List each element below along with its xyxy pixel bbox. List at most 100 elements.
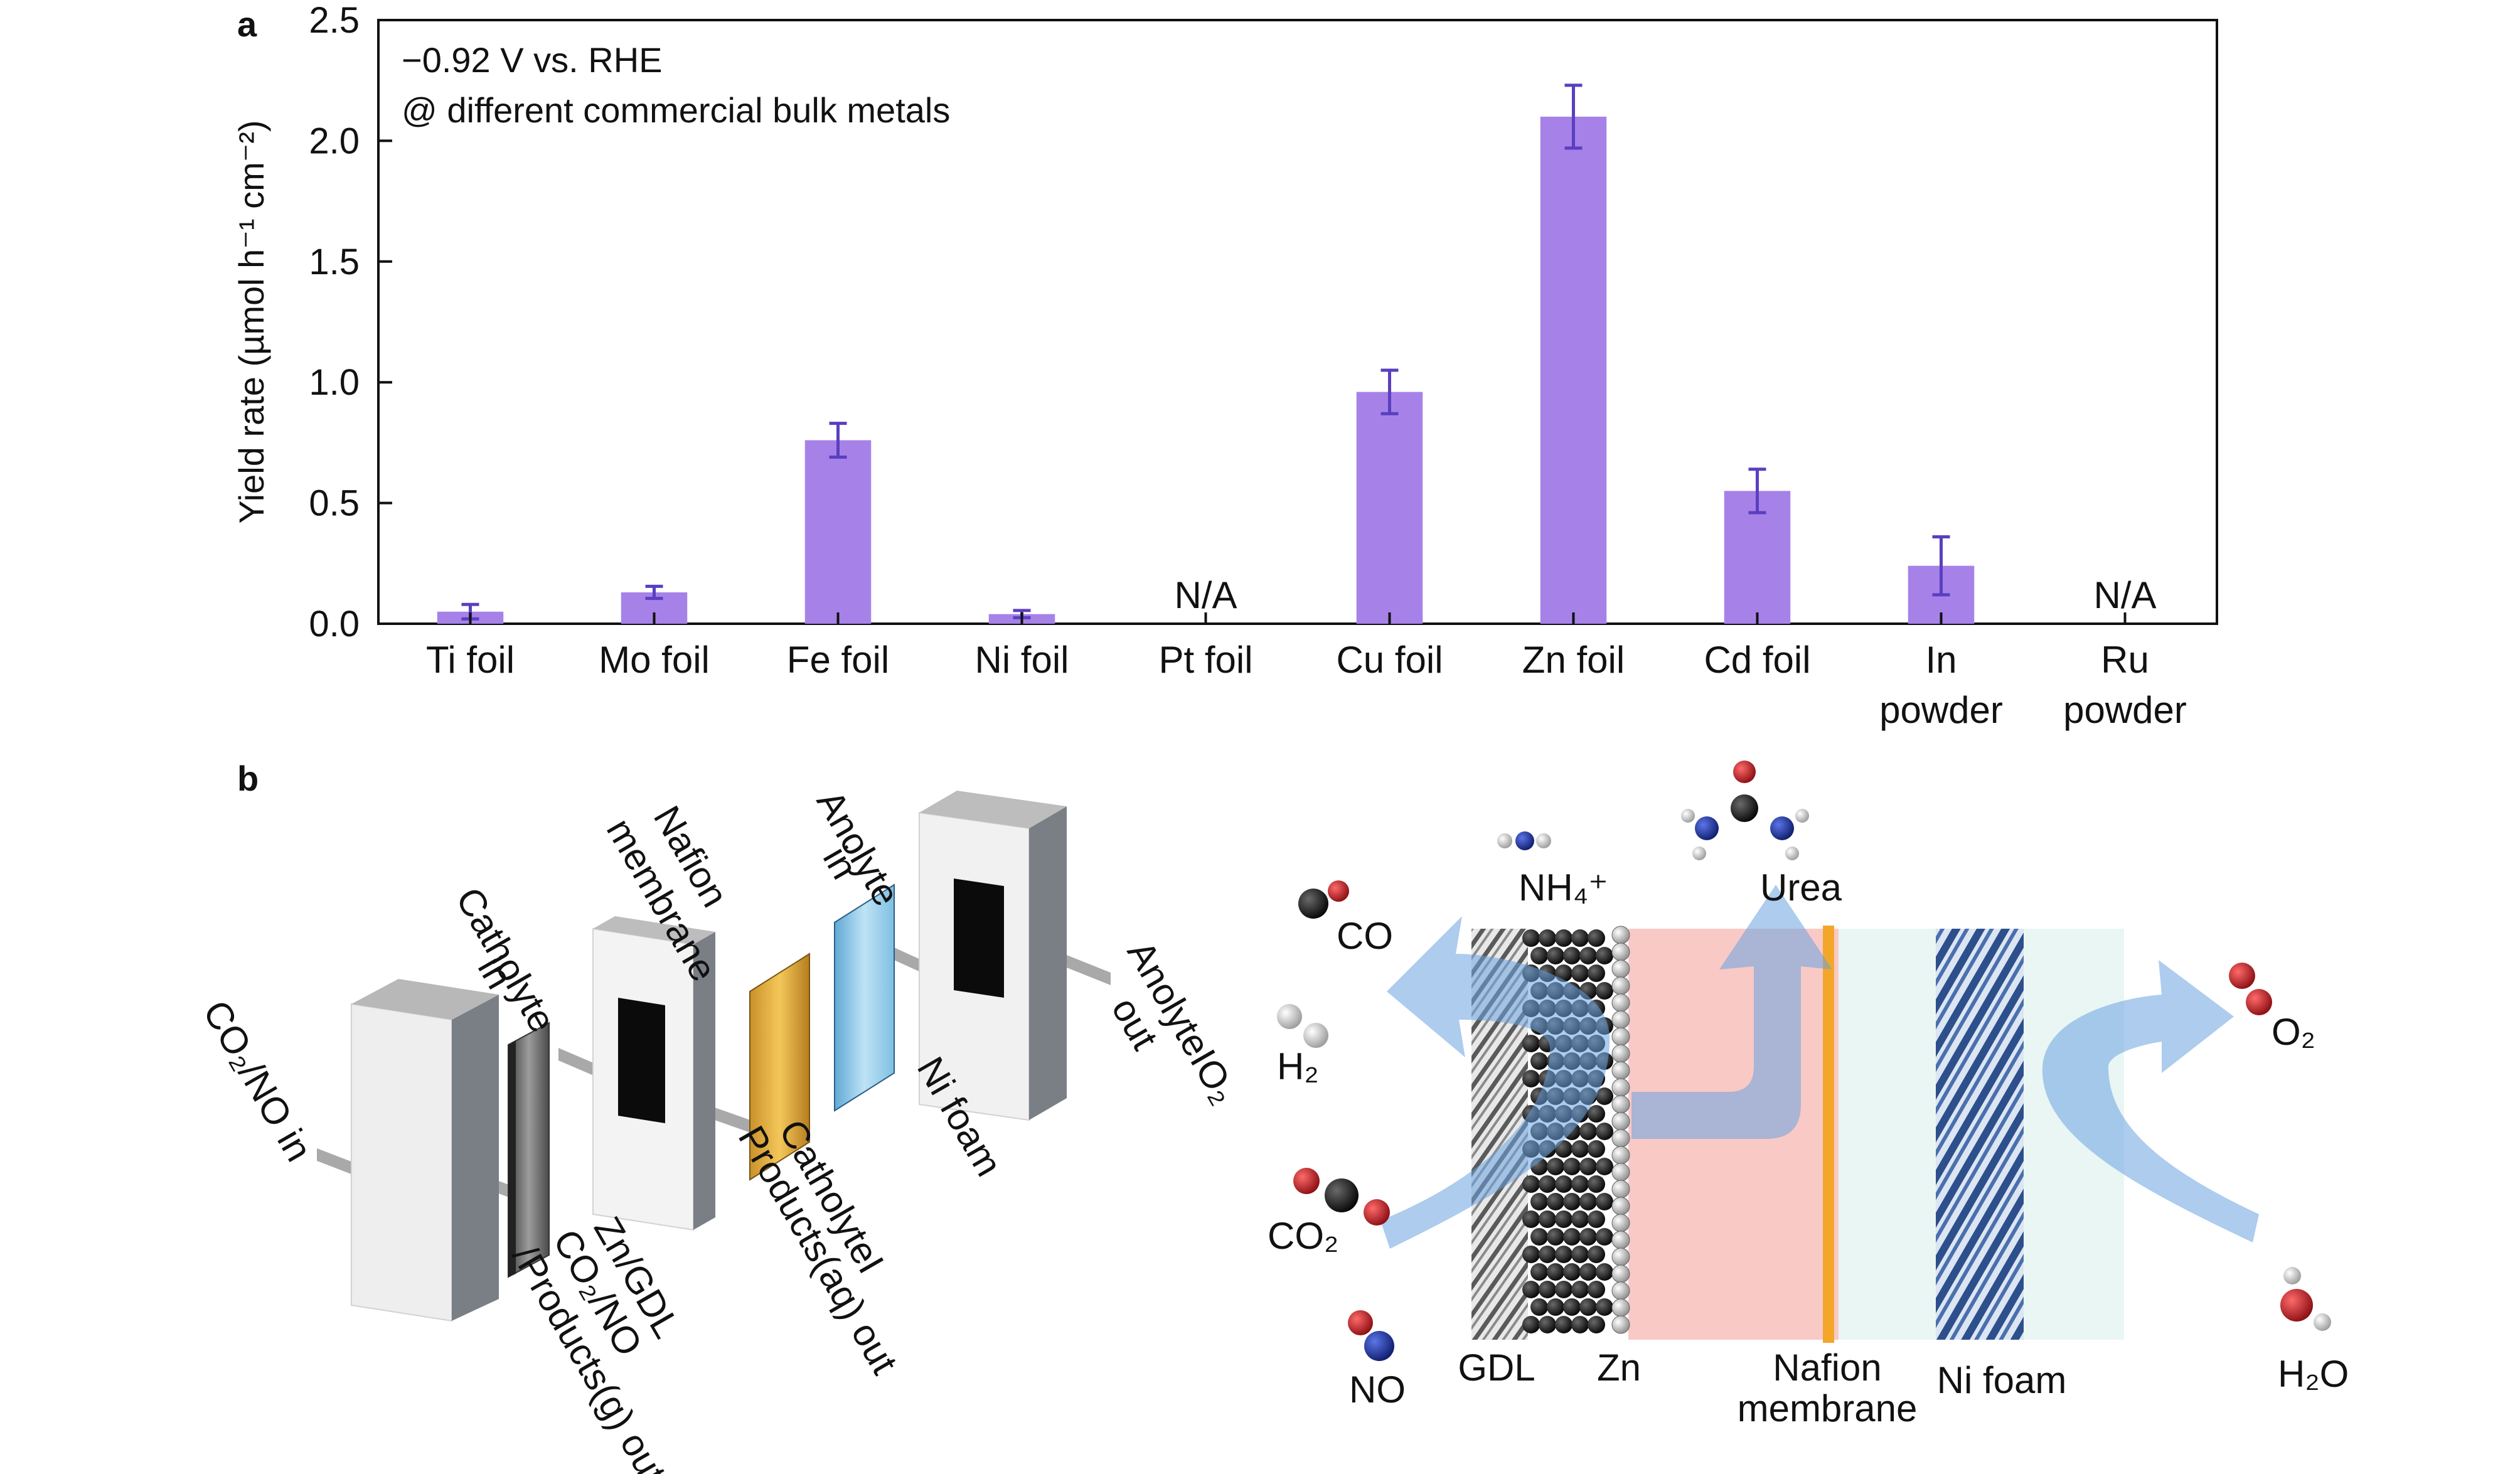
zn-particle: [1611, 1163, 1630, 1182]
label-h2: H₂: [1277, 1045, 1319, 1087]
x-category-label: powder: [2063, 689, 2187, 731]
carbon-particle: [1579, 1193, 1597, 1210]
bar: [804, 440, 872, 624]
zn-particle: [1611, 1061, 1630, 1080]
chart-annotation-metals: @ different commercial bulk metals: [402, 90, 950, 130]
zn-particle: [1611, 1281, 1630, 1300]
molecule-no: [1348, 1310, 1394, 1361]
zn-particle: [1611, 976, 1630, 995]
carbon-particle: [1588, 964, 1605, 982]
carbon-particle: [1579, 947, 1597, 964]
zn-particle: [1611, 993, 1630, 1012]
y-tick-label: 2.5: [309, 0, 360, 41]
carbon-particle: [1571, 1316, 1589, 1333]
carbon-particle: [1596, 1228, 1613, 1246]
panel-a-bar-chart: a 0.00.51.01.52.02.5 Yield rate (µmol h⁻…: [232, 0, 2218, 731]
molecule-h2: [1277, 1004, 1328, 1048]
bar: [1356, 392, 1423, 624]
carbon-particle: [1588, 1246, 1605, 1263]
carbon-particle: [1571, 1246, 1589, 1263]
carbon-particle: [1555, 1175, 1572, 1193]
urea-exit-arrow: [1631, 885, 1832, 1139]
carbon-particle: [1596, 947, 1613, 964]
molecule-h2o: [2280, 1267, 2331, 1331]
panel-b-schematic: b: [195, 759, 2349, 1474]
carbon-particle: [1522, 1070, 1540, 1087]
bar: [1540, 116, 1607, 624]
anode-end-plate: [919, 791, 1067, 1121]
carbon-particle: [1522, 1246, 1540, 1263]
zn-particle: [1611, 1078, 1630, 1097]
carbon-particle: [1530, 1193, 1548, 1210]
bar-missing-label: N/A: [2093, 574, 2156, 616]
zn-particle: [1611, 1315, 1630, 1334]
carbon-particle: [1588, 1175, 1605, 1193]
zn-particle: [1611, 1095, 1630, 1114]
carbon-particle: [1588, 1281, 1605, 1298]
carbon-particle: [1571, 1210, 1589, 1228]
carbon-particle: [1571, 1140, 1589, 1158]
carbon-particle: [1596, 1087, 1613, 1105]
carbon-particle: [1588, 1210, 1605, 1228]
carbon-particle: [1547, 1298, 1564, 1316]
zn-particle: [1611, 926, 1630, 944]
panel-b-letter: b: [237, 759, 259, 798]
error-bar: [1932, 535, 1950, 597]
carbon-particle: [1563, 947, 1581, 964]
carbon-particle: [1596, 1298, 1613, 1316]
carbon-particle: [1530, 1298, 1548, 1316]
carbon-particle: [1579, 1298, 1597, 1316]
carbon-particle: [1555, 1281, 1572, 1298]
carbon-particle: [1596, 1158, 1613, 1175]
carbon-particle: [1596, 982, 1613, 1000]
carbon-particle: [1571, 1175, 1589, 1193]
carbon-particle: [1530, 1052, 1548, 1070]
zn-particle: [1611, 1112, 1630, 1131]
zn-particle: [1611, 1231, 1630, 1249]
label-co: CO: [1337, 915, 1393, 957]
error-bar: [645, 584, 663, 601]
label-nafion-2: membrane: [1738, 1387, 1918, 1429]
carbon-particle: [1522, 929, 1540, 947]
label-h2o: H₂O: [2278, 1353, 2349, 1395]
carbon-particle: [1539, 1175, 1556, 1193]
x-category-label: Mo foil: [599, 639, 710, 681]
carbon-particle: [1563, 1158, 1581, 1175]
carbon-particle: [1530, 947, 1548, 964]
zn-particle: [1611, 1197, 1630, 1215]
carbon-particle: [1547, 1193, 1564, 1210]
carbon-particle: [1596, 1123, 1613, 1140]
carbon-particle: [1588, 1105, 1605, 1123]
zn-particle: [1611, 1146, 1630, 1165]
label-anolyte-in-1: Anolyte: [809, 783, 908, 913]
zn-particle: [1611, 1180, 1630, 1199]
x-category-label: In: [1925, 639, 1957, 681]
carbon-particle: [1555, 1316, 1572, 1333]
cathode-gas-flow-arrow: [1380, 916, 1610, 1249]
carbon-particle: [1547, 947, 1564, 964]
error-bar: [1748, 467, 1766, 515]
flow-connector-rods: [317, 948, 1111, 1202]
carbon-particle: [1588, 929, 1605, 947]
carbon-particle: [1563, 1298, 1581, 1316]
carbon-particle: [1571, 1281, 1589, 1298]
carbon-particle: [1547, 1228, 1564, 1246]
label-gdl: GDL: [1458, 1347, 1535, 1389]
chart-annotation-potential: −0.92 V vs. RHE: [402, 40, 663, 80]
carbon-particle: [1530, 1228, 1548, 1246]
ni-foam-plate: [834, 884, 895, 1112]
x-category-label: Ti foil: [426, 639, 515, 681]
carbon-particle: [1539, 1316, 1556, 1333]
molecule-co2: [1293, 1168, 1390, 1226]
carbon-particle: [1571, 964, 1589, 982]
label-nh4: NH₄⁺: [1519, 867, 1608, 909]
nafion-membrane-plate: [749, 953, 810, 1181]
zn-particle: [1611, 1044, 1630, 1063]
zn-particle: [1611, 1027, 1630, 1046]
carbon-particle: [1563, 1263, 1581, 1281]
zn-particle: [1611, 1247, 1630, 1266]
carbon-particle: [1522, 1281, 1540, 1298]
y-axis: 0.00.51.01.52.02.5: [309, 0, 392, 644]
label-co2: CO₂: [1268, 1215, 1338, 1257]
